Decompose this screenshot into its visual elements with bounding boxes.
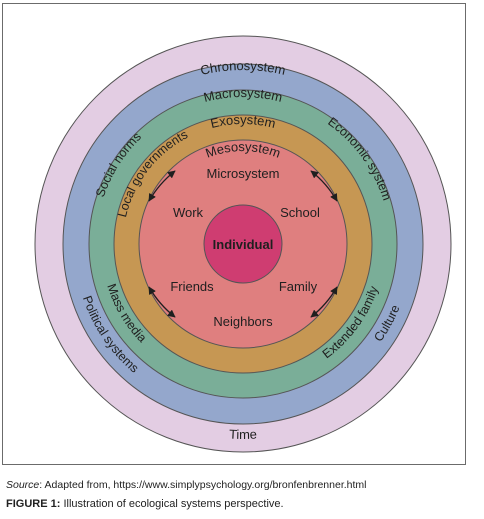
chronosystem-label: Chronosystem	[199, 58, 287, 78]
mesosystem-arrow-upper-left	[148, 170, 176, 202]
figure-frame: Chronosystem Macrosystem Exosystem Mesos…	[2, 3, 466, 465]
mesosystem-arrow-upper-right	[310, 170, 338, 202]
mesosystem-arrow-lower-right	[310, 286, 338, 318]
source-caption: Source: Adapted from, https://www.simply…	[6, 479, 367, 491]
school-label: School	[280, 205, 320, 220]
family-label: Family	[279, 279, 318, 294]
ecological-systems-diagram: Chronosystem Macrosystem Exosystem Mesos…	[34, 35, 452, 453]
macrosystem-label: Macrosystem	[202, 85, 284, 105]
friends-label: Friends	[170, 279, 214, 294]
neighbors-label: Neighbors	[213, 314, 273, 329]
source-label: Source	[6, 479, 40, 491]
figure-label: FIGURE 1:	[6, 498, 61, 510]
exosystem-label: Exosystem	[209, 112, 277, 131]
source-text: : Adapted from, https://www.simplypsycho…	[39, 479, 367, 491]
time-label: Time	[229, 427, 258, 442]
work-label: Work	[173, 205, 204, 220]
individual-label: Individual	[213, 237, 274, 252]
figure-caption: FIGURE 1: Illustration of ecological sys…	[6, 498, 284, 510]
microsystem-label: Microsystem	[207, 166, 280, 181]
mesosystem-arrow-lower-left	[148, 286, 176, 318]
individual-circle	[203, 204, 283, 284]
figure-text: Illustration of ecological systems persp…	[60, 498, 284, 510]
